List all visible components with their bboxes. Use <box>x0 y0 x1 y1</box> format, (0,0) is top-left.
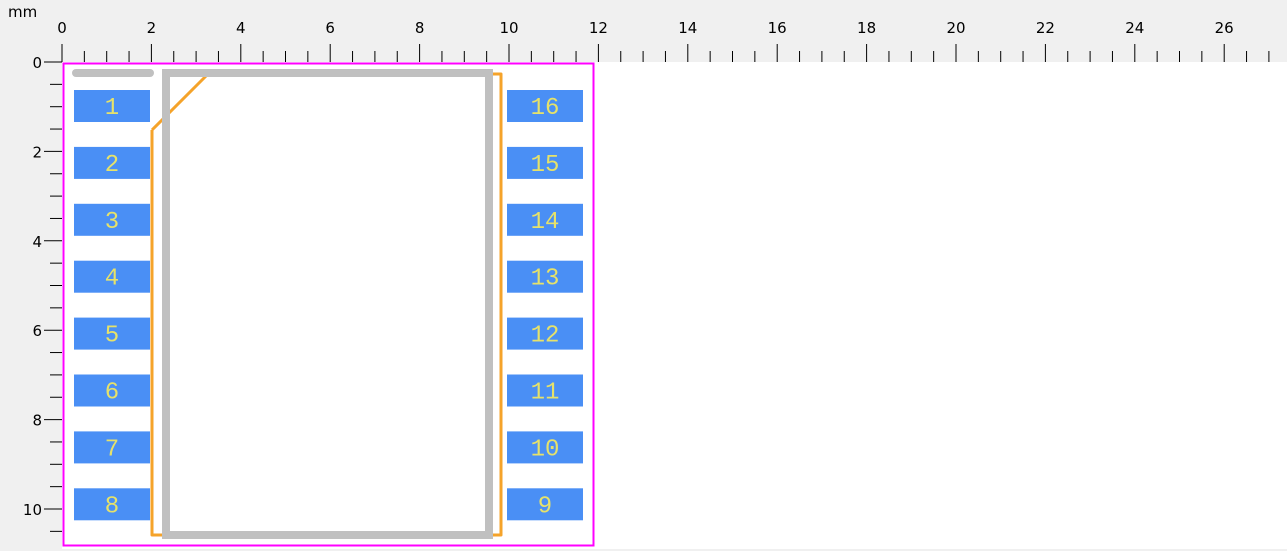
pad-shape <box>507 146 583 179</box>
pad-shape <box>507 260 583 293</box>
pad-number: 14 <box>531 209 560 236</box>
pad-number: 7 <box>105 436 119 463</box>
ruler-label-top: 2 <box>147 19 157 37</box>
pad-right[interactable]: 14 <box>507 203 583 236</box>
pad-shape <box>74 90 150 122</box>
ruler-label-top: 18 <box>857 19 876 37</box>
ruler-label-top: 4 <box>236 19 246 37</box>
pad-number: 10 <box>531 436 560 463</box>
ruler-label-left: 10 <box>23 501 42 519</box>
pad-left[interactable]: 3 <box>74 203 150 236</box>
pad-shape <box>74 317 150 350</box>
pad-number: 8 <box>105 493 119 520</box>
pad-right[interactable]: 10 <box>507 431 583 464</box>
ruler-label-top: 12 <box>589 19 608 37</box>
ruler-label-top: 10 <box>499 19 518 37</box>
pad-left[interactable]: 6 <box>74 374 150 407</box>
ruler-unit-label: mm <box>8 3 37 21</box>
pad-shape <box>507 317 583 350</box>
pad-shape <box>507 203 583 236</box>
pad-left[interactable]: 8 <box>74 488 150 521</box>
pad-right[interactable]: 11 <box>507 374 583 407</box>
pad-shape <box>74 203 150 236</box>
pad-shape <box>74 488 150 521</box>
pad-number: 13 <box>531 266 560 293</box>
ruler-label-top: 24 <box>1125 19 1144 37</box>
fab-outline <box>150 72 503 537</box>
bottom-edge <box>62 549 1287 551</box>
ruler-label-top: 0 <box>57 19 67 37</box>
ruler-label-top: 26 <box>1215 19 1234 37</box>
ruler-label-left: 2 <box>32 143 42 161</box>
ruler-label-left: 6 <box>32 322 42 340</box>
pad-right[interactable]: 15 <box>507 146 583 179</box>
pad-left[interactable]: 4 <box>74 260 150 293</box>
pad-shape <box>507 488 583 521</box>
courtyard-outline <box>62 62 595 547</box>
ruler-label-top: 8 <box>415 19 425 37</box>
pad-right[interactable]: 13 <box>507 260 583 293</box>
pad-number: 6 <box>105 380 119 407</box>
ruler-label-top: 16 <box>768 19 787 37</box>
ruler-label-top: 14 <box>678 19 697 37</box>
ruler-ticks <box>44 44 1270 532</box>
ruler-label-left: 4 <box>32 233 42 251</box>
pad-shape <box>74 374 150 407</box>
ruler-label-top: 20 <box>946 19 965 37</box>
pad-number: 15 <box>531 152 560 179</box>
ruler-label-top: 22 <box>1036 19 1055 37</box>
pad-number: 12 <box>531 323 560 350</box>
pad-shape <box>74 431 150 464</box>
pad-number: 11 <box>531 380 560 407</box>
pad-shape <box>74 146 150 179</box>
ruler-label-top: 6 <box>325 19 335 37</box>
silkscreen-outline <box>72 69 493 539</box>
pad-right[interactable]: 12 <box>507 317 583 350</box>
ruler-label-left: 0 <box>32 54 42 72</box>
pad-left[interactable]: 5 <box>74 317 150 350</box>
pad-shape <box>507 90 583 122</box>
pad-right[interactable]: 16 <box>507 90 583 122</box>
pad-left[interactable]: 2 <box>74 146 150 179</box>
left-ruler[interactable] <box>0 0 62 551</box>
pad-left[interactable]: 1 <box>74 90 150 122</box>
pad-number: 1 <box>105 95 119 122</box>
pad-number: 3 <box>105 209 119 236</box>
pad-number: 16 <box>531 95 560 122</box>
pad-shape <box>507 374 583 407</box>
pad-left[interactable]: 7 <box>74 431 150 464</box>
pad-right[interactable]: 9 <box>507 488 583 521</box>
pad-shape <box>507 431 583 464</box>
pad-number: 2 <box>105 152 119 179</box>
pad-number: 9 <box>538 493 552 520</box>
ruler-label-left: 8 <box>32 412 42 430</box>
pad-shape <box>74 260 150 293</box>
pad-number: 5 <box>105 323 119 350</box>
pad-number: 4 <box>105 266 119 293</box>
